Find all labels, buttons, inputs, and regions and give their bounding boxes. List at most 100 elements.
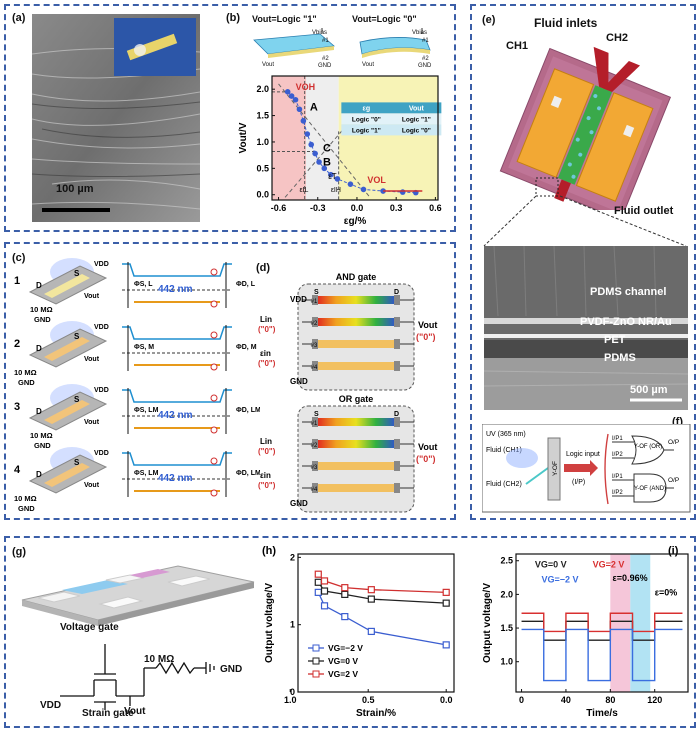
- voltage-gate-label: Voltage gate: [60, 622, 119, 633]
- eps-il: εIL: [299, 187, 308, 194]
- data-marker: [367, 595, 375, 603]
- data-marker: [314, 570, 322, 578]
- data-marker: [320, 587, 329, 595]
- uv-label: UV (365 nm): [486, 431, 526, 438]
- data-marker: [341, 590, 349, 598]
- row-number: 4: [14, 464, 21, 476]
- y-tick-label: 2.0: [256, 84, 269, 94]
- region-gray: [305, 76, 339, 200]
- data-marker: [314, 588, 322, 596]
- sem-image-a: [32, 14, 200, 222]
- plot-frame: [515, 553, 689, 693]
- segment-label: #1: [311, 421, 318, 427]
- microfluidic-device: [499, 46, 672, 210]
- x-tick-label: 40: [561, 695, 571, 705]
- row-number: 2: [14, 338, 20, 350]
- segment-bar: [316, 340, 396, 348]
- table-cell: Logic "1": [402, 116, 431, 123]
- gate-in2: εin: [260, 471, 271, 480]
- and-gate-label: Y-OF (AND): [634, 486, 666, 492]
- gate-vout-val: ("0"): [416, 332, 436, 342]
- legend-marker: [312, 644, 320, 652]
- table-cell: Logic "0": [352, 116, 381, 123]
- ch2-label: CH2: [606, 32, 629, 44]
- panel-label-i: (i): [668, 545, 679, 557]
- data-point: [347, 181, 354, 187]
- phi-d-label: ΦD, L: [236, 281, 256, 288]
- segment-end: [394, 439, 400, 449]
- x-tick-label: 0.0: [440, 695, 453, 705]
- data-point: [360, 186, 367, 193]
- end-d: D: [394, 411, 399, 418]
- light-wavelength: 442 nm: [158, 284, 193, 295]
- eps-ih: εIH: [331, 187, 341, 194]
- segment-end: [312, 417, 318, 427]
- band-upper: [122, 263, 232, 277]
- label-vg0: VG=0 V: [535, 559, 567, 569]
- table-head-1: εg: [363, 105, 371, 112]
- label-vg2: VG=2 V: [593, 559, 625, 569]
- band-upper: [122, 326, 232, 340]
- legend-label: VG=0 V: [328, 656, 358, 666]
- series-line: [521, 620, 683, 641]
- label-vdd: VDD: [94, 450, 109, 457]
- input-label: I/P2: [612, 490, 623, 496]
- label-s: S: [74, 269, 80, 278]
- x-tick-label: 0: [519, 695, 524, 705]
- yof-device-label: Y-OF: [552, 461, 559, 476]
- panel-f-drawing: UV (365 nm)Fluid (CH1)Fluid (CH2)Y-OFLog…: [482, 424, 691, 513]
- segment-end: [312, 483, 318, 493]
- yof-device: [547, 437, 561, 501]
- header-logic-0: Vout=Logic "0": [352, 14, 417, 24]
- shaded-band: [610, 554, 631, 692]
- frame-bottom: [4, 536, 696, 728]
- nanorod-strip: [44, 274, 90, 298]
- panel-label-a: (a): [12, 12, 26, 24]
- vbias-2: Vbias: [412, 30, 428, 36]
- or-gate: [631, 435, 665, 465]
- x-tick-label: 120: [647, 695, 662, 705]
- vout-label-g: Vout: [124, 706, 146, 717]
- y-axis-label: Output voltage/V: [482, 583, 493, 663]
- strain-gate-label: Strain gate: [82, 708, 134, 719]
- label-vout: Vout: [84, 356, 100, 363]
- gate-vout-val: ("0"): [416, 454, 436, 464]
- label-vout: Vout: [84, 419, 100, 426]
- segment-bar: [316, 418, 396, 426]
- or-gate-label: Y-OF (OR): [634, 444, 662, 450]
- series-line: [317, 573, 447, 594]
- label-resistor: 10 MΩ: [30, 305, 53, 314]
- eps-t: εT: [328, 172, 337, 181]
- ip-label: (I/P): [572, 479, 585, 486]
- gate-gnd: GND: [290, 499, 308, 508]
- label-d: D: [36, 407, 42, 416]
- x-tick-label: -0.3: [310, 203, 326, 213]
- segment-bar: [316, 462, 396, 470]
- panel-label-b: (b): [226, 12, 241, 24]
- label-resistor: 10 MΩ: [30, 431, 53, 440]
- vol-label: VOL: [367, 175, 386, 185]
- data-point: [334, 176, 341, 182]
- gate-in1: Lin: [260, 437, 272, 446]
- fluid-stream: [525, 467, 549, 485]
- segment-label: #2: [311, 443, 318, 449]
- gate-vout: Vout: [418, 320, 437, 330]
- light-wavelength: 442 nm: [158, 410, 193, 421]
- segment-label: #1: [311, 299, 318, 305]
- gate-in1-val: ("0"): [258, 325, 276, 334]
- plot-frame: [271, 75, 439, 201]
- segment-label: #3: [311, 343, 318, 349]
- label-vout: Vout: [84, 293, 100, 300]
- end-s: S: [314, 411, 319, 418]
- panel-label-e: (e): [482, 14, 496, 26]
- gate-vdd: VDD: [290, 295, 307, 304]
- data-marker: [320, 577, 329, 585]
- brace: [604, 433, 609, 505]
- segment-end: [312, 339, 318, 349]
- layer-pdms-channel: PDMS channel: [590, 286, 667, 298]
- carrier: [210, 300, 218, 308]
- x-axis-label: Time/s: [586, 708, 618, 719]
- series-line: [521, 612, 683, 633]
- legend-marker: [312, 670, 320, 678]
